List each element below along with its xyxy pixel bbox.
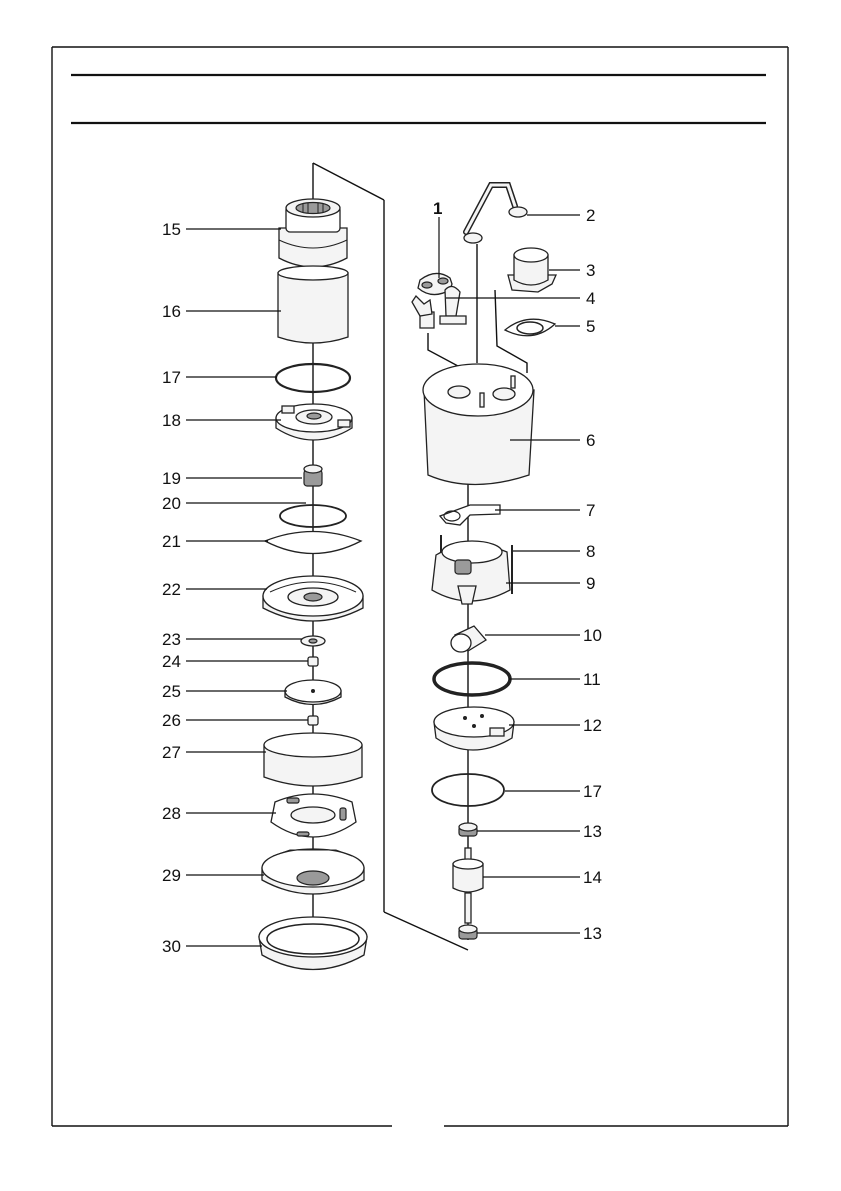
label-14: 14 [583,868,602,887]
label-3: 3 [586,261,595,280]
label-21: 21 [162,532,181,551]
label-20: 20 [162,494,181,513]
label-15: 15 [162,220,181,239]
part-6-motor-housing [423,364,534,485]
part-3-outlet-head [508,248,556,292]
part-22-pump-housing [263,576,363,621]
part-18-upper-casing [276,404,352,440]
part-13-bearing-upper [459,823,477,836]
label-8: 8 [586,542,595,561]
part-16-sleeve [278,266,348,343]
part-28-plate [271,794,356,837]
label-19: 19 [162,469,181,488]
label-24: 24 [162,652,181,671]
label-29: 29 [162,866,181,885]
label-2: 2 [586,206,595,225]
part-11-o-ring [434,663,510,695]
label-26: 26 [162,711,181,730]
part-labels: 1 2 3 4 5 6 7 8 9 10 11 12 17 13 14 13 1… [162,199,602,956]
label-22: 22 [162,580,181,599]
part-15-outlet-connector [279,199,347,267]
part-14-rotor [453,848,483,923]
part-26-nut [308,716,318,725]
part-19-bush [304,465,322,486]
label-16: 16 [162,302,181,321]
label-13-lower: 13 [583,924,602,943]
label-5: 5 [586,317,595,336]
label-13-upper: 13 [583,822,602,841]
label-27: 27 [162,743,181,762]
part-21-diaphragm [265,532,361,554]
label-18: 18 [162,411,181,430]
part-2-handle [464,185,527,243]
label-17-right: 17 [583,782,602,801]
label-23: 23 [162,630,181,649]
label-28: 28 [162,804,181,823]
part-25-impeller [285,680,341,705]
label-4: 4 [586,289,595,308]
label-12: 12 [583,716,602,735]
part-24-nut [308,657,318,666]
part-13-bearing-lower [459,925,477,939]
part-30-base-ring [259,917,367,970]
part-23-washer [301,636,325,646]
label-25: 25 [162,682,181,701]
label-1: 1 [433,199,442,218]
part-5-gasket [505,319,555,336]
label-30: 30 [162,937,181,956]
part-10-capacitor [451,626,486,652]
part-27-band [264,733,362,786]
part-12-bearing-housing [434,707,514,750]
label-9: 9 [586,574,595,593]
label-10: 10 [583,626,602,645]
label-11: 11 [583,670,601,689]
part-9-motor-frame [432,541,510,604]
label-17-left: 17 [162,368,181,387]
label-6: 6 [586,431,595,450]
part-29-base [262,849,364,894]
part-7-bracket [440,505,500,525]
label-7: 7 [586,501,595,520]
